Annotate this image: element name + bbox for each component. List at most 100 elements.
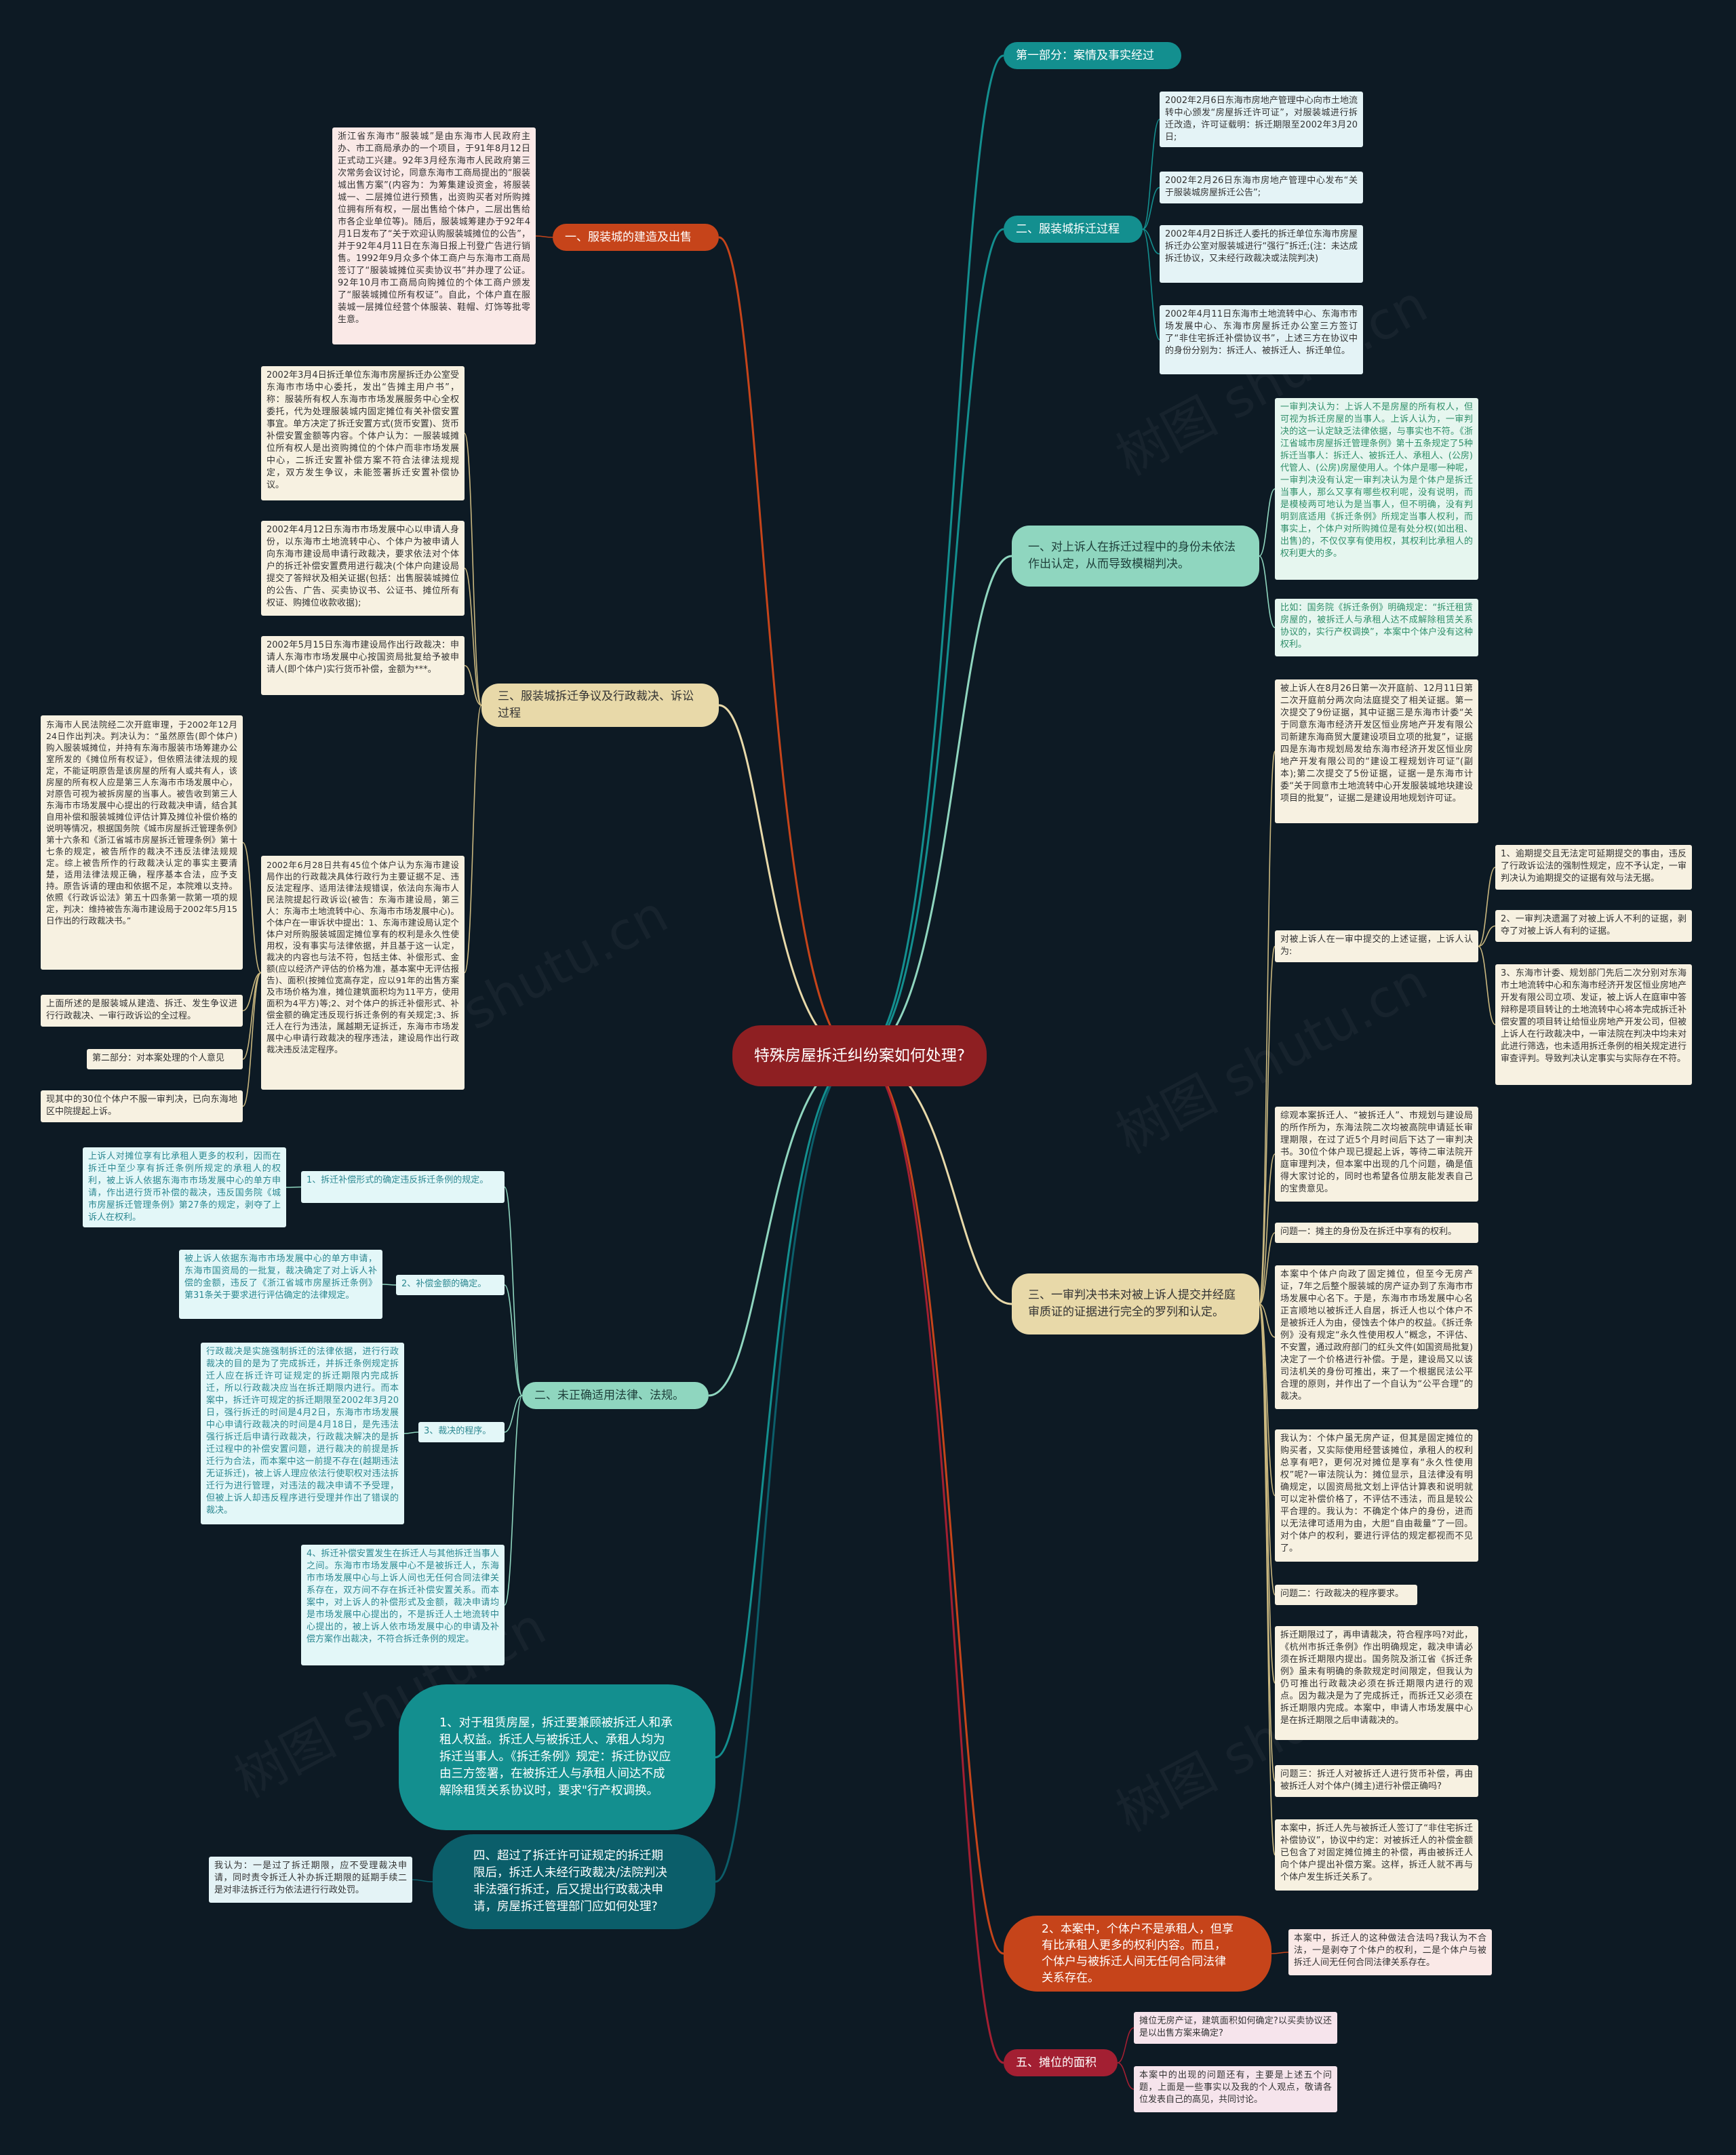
branch-connector	[715, 1054, 860, 1758]
branch-connector	[859, 228, 1004, 1057]
leaf-connector	[1142, 229, 1160, 255]
leaf-question-3: 问题三：拆迁人对被拆迁人进行货币补偿，再由被拆迁人对个体户(摊主)进行补偿正确吗…	[1275, 1765, 1478, 1797]
leaf-connector	[504, 1395, 523, 1433]
leaf-connector	[1142, 119, 1160, 230]
branch-over-deadline[interactable]: 四、超过了拆迁许可证规定的拆迁期限后，拆迁人未经行政裁决/法院判决非法强行拆迁，…	[433, 1834, 715, 1929]
branch-connector	[859, 1054, 1012, 1305]
leaf-closing-remarks: 本案中的出现的问题还有，主要是上述五个问题，上面是一些事实以及我的个人观点，敬请…	[1134, 2066, 1337, 2112]
leaf-connector	[1142, 186, 1160, 230]
branch-demolition-process[interactable]: 二、服装城拆迁过程	[1004, 216, 1143, 243]
leaf-connector	[242, 842, 262, 974]
leaf-connector	[1142, 229, 1160, 340]
leaf-lawsuit-filed: 2002年6月28日共有45位个体户认为东海市建设局作出的行政裁决具体行政行为主…	[261, 856, 465, 1090]
leaf-process-summary: 上面所述的是服装城从建造、拆迁、发生争议进行行政裁决、一审行政诉讼的全过程。	[41, 995, 243, 1027]
leaf-question-1: 问题一：摊主的身份及在拆迁中享有的权利。	[1275, 1223, 1478, 1243]
leaf-question-3-answer: 本案中，拆迁人先与被拆迁人签订了“非住宅拆迁补偿协议”，协议中约定：对被拆迁人的…	[1275, 1819, 1478, 1891]
leaf-connector	[535, 235, 553, 238]
leaf-evidence-submitted: 被上诉人在8月26日第一次开庭前、12月11日第二次开庭前分两次向法庭提交了相关…	[1275, 679, 1478, 823]
leaf-connector	[1478, 945, 1496, 1025]
branch-evidence[interactable]: 三、一审判决书未对被上诉人提交并经庭审质证的证据进行完全的罗列和认定。	[1012, 1273, 1259, 1334]
leaf-connector	[1259, 555, 1276, 629]
branch-dispute-litigation[interactable]: 三、服装城拆迁争议及行政裁决、诉讼过程	[481, 684, 719, 727]
branch-not-tenant[interactable]: 2、本案中，个体户不是承租人，但享有比承租人更多的权利内容。而且，个体户与被拆迁…	[1004, 1916, 1271, 1992]
leaf-question-1-facts: 本案中个体户向政了固定摊位，但至今无房产证，7年之后整个服装城的房产证办到了东海…	[1275, 1265, 1478, 1409]
leaf-first-instance-judgment: 东海市人民法院经二次开庭审理，于2002年12月24日作出判决。判决认为：“虽然…	[41, 715, 243, 970]
leaf-question-2: 问题二：行政裁决的程序要求。	[1275, 1585, 1417, 1605]
leaf-evidence-transfer: 3、东海市计委、规划部门先后二次分别对东海市土地流转中心和东海市经济开发区恒业房…	[1495, 964, 1692, 1085]
leaf-connector	[412, 1879, 433, 1882]
branch-connector	[718, 236, 860, 1057]
leaf-permit-issued: 2002年2月6日东海市房地产管理中心向市土地流转中心颁发“房屋拆迁许可证”，对…	[1160, 92, 1363, 147]
leaf-connector	[1117, 2027, 1135, 2063]
leaf-connector	[1259, 1303, 1276, 1497]
leaf-compensation-form-detail: 上诉人对摊位享有比承租人更多的权利，因而在拆迁中至少享有拆迁条例所规定的承租人的…	[83, 1147, 286, 1227]
leaf-notice-to-owners: 2002年3月4日拆迁单位东海市房屋拆迁办公室受东海市市场中心委托，发出“告摊主…	[261, 366, 465, 500]
leaf-connector	[1259, 1153, 1276, 1305]
leaf-connector	[1478, 925, 1496, 947]
leaf-identity-example: 比如：国务院《拆迁条例》明确规定：“拆迁租赁房屋的，被拆迁人与承租人达不成解除租…	[1275, 599, 1478, 656]
branch-connector	[718, 704, 860, 1057]
leaf-not-tenant-opinion: 本案中，拆迁人的这种做法合法吗?我认为不合法，一是剥夺了个体户的权利，二是个体户…	[1288, 1929, 1492, 1975]
branch-connector	[715, 1054, 860, 1883]
branch-identity[interactable]: 一、对上诉人在拆迁过程中的身份未依法作出认定，从而导致模糊判决。	[1012, 526, 1259, 587]
branch-connector	[859, 54, 1004, 1057]
leaf-case-overview: 综观本案拆迁人、“被拆迁人”、市规划与建设局的所作所为，东海法院二次均被高院申请…	[1275, 1107, 1478, 1202]
leaf-connector	[464, 568, 482, 706]
branch-connector	[708, 1054, 860, 1397]
leaf-connector	[403, 1431, 419, 1434]
leaf-construction-history: 浙江省东海市“服装城”是由东海市人民政府主办、市工商局承办的一个项目，于91年8…	[332, 127, 536, 344]
leaf-connector	[1259, 945, 1276, 1305]
leaf-evidence-opinion: 对被上诉人在一审中提交的上述证据，上诉人认为:	[1275, 930, 1478, 962]
leaf-connector	[285, 1186, 302, 1188]
leaf-ruling-result: 2002年5月15日东海市建设局作出行政裁决：申请人东海市市场发展中心按国资局批…	[261, 636, 465, 695]
leaf-connector	[464, 665, 482, 706]
leaf-demolition-notice: 2002年2月26日东海市房地产管理中心发布“关于服装城房屋拆迁公告”;	[1160, 172, 1363, 203]
leaf-compensation-amount-detail: 被上诉人依据东海市市场发展中心的单方申请，东海市国资局的一批复，裁决确定了对上诉…	[179, 1250, 382, 1319]
leaf-evidence-overdue: 1、逾期提交且无法定可延期提交的事由，违反了行政诉讼法的强制性规定，应不予认定，…	[1495, 845, 1692, 890]
leaf-compensation-amount: 2、补偿金额的确定。	[396, 1275, 505, 1295]
branch-connector	[859, 1054, 1004, 1955]
leaf-compensation-agreement: 2002年4月11日东海市土地流转中心、东海市市场发展中心、东海市房屋拆迁办公室…	[1160, 305, 1363, 374]
leaf-ruling-application: 2002年4月12日东海市市场发展中心以申请人身份，以东海市土地流转中心、个体户…	[261, 521, 465, 616]
leaf-connector	[1259, 751, 1276, 1305]
branch-connector	[859, 1054, 1004, 2064]
leaf-connector	[1271, 1952, 1289, 1954]
leaf-connector	[504, 1186, 523, 1396]
leaf-evidence-omitted: 2、一审判决遗漏了对被上诉人不利的证据，剥夺了对被上诉人有利的证据。	[1495, 910, 1692, 942]
root-topic[interactable]: 特殊房屋拆迁纠纷案如何处理?	[732, 1025, 987, 1086]
leaf-connector	[1259, 1303, 1276, 1684]
leaf-part2-heading: 第二部分：对本案处理的个人意见	[87, 1049, 243, 1069]
leaf-connector	[242, 972, 262, 1107]
leaf-connector	[1259, 1303, 1276, 1338]
leaf-compensation-parties: 4、拆迁补偿安置发生在拆迁人与其他拆迁当事人之间。东海市市场发展中心不是被拆迁人…	[301, 1545, 505, 1665]
leaf-over-deadline-opinion: 我认为：一是过了拆迁期限，应不受理裁决申请，同时责令拆迁人补办拆迁期限的延期手续…	[209, 1857, 412, 1903]
leaf-connector	[504, 1395, 523, 1606]
leaf-ruling-procedure: 3、裁决的程序。	[418, 1422, 505, 1442]
leaf-connector	[1478, 867, 1496, 947]
branch-stall-area[interactable]: 五、摊位的面积	[1004, 2049, 1118, 2076]
branch-rental-housing[interactable]: 1、对于租赁房屋，拆迁要兼顾被拆迁人和承租人权益。拆迁人与被拆迁人、承租人均为拆…	[399, 1684, 715, 1830]
leaf-stall-area-question: 摊位无房产证，建筑面积如何确定?以买卖协议还是以出售方案来确定?	[1134, 2012, 1337, 2044]
leaf-question-1-opinion: 我认为：个体户虽无房产证，但其是固定摊位的购买者，又实际使用经营该摊位，承租人的…	[1275, 1429, 1478, 1562]
leaf-compensation-form: 1、拆迁补偿形式的确定违反拆迁条例的规定。	[301, 1171, 505, 1203]
leaf-connector	[1259, 1303, 1276, 1856]
leaf-ruling-procedure-detail: 行政裁决是实施强制拆迁的法律依据，进行行政裁决的目的是为了完成拆迁，并拆迁条例规…	[201, 1343, 404, 1524]
leaf-forced-demolition: 2002年4月2日拆迁人委托的拆迁单位东海市房屋拆迁办公室对服装城进行“强行”拆…	[1160, 225, 1363, 283]
leaf-connector	[242, 972, 262, 1012]
leaf-connector	[1117, 2062, 1135, 2090]
leaf-connector	[1259, 1232, 1276, 1305]
leaf-identity-analysis: 一审判决认为：上诉人不是房屋的所有权人，但可视为拆迁房屋的当事人。上诉人认为，一…	[1275, 398, 1478, 580]
leaf-question-2-answer: 拆迁期限过了，再申请裁决，符合程序吗?对此，《杭州市拆迁条例》作出明确规定，裁决…	[1275, 1626, 1478, 1740]
branch-part1[interactable]: 第一部分：案情及事实经过	[1004, 42, 1181, 69]
leaf-connector	[504, 1284, 523, 1396]
leaf-connector	[382, 1284, 397, 1286]
leaf-connector	[1259, 488, 1276, 557]
leaf-appeal-filed: 现其中的30位个体户不服一审判决，已向东海地区中院提起上诉。	[41, 1090, 243, 1122]
branch-connector	[859, 555, 1012, 1057]
leaf-connector	[464, 433, 482, 706]
leaf-connector	[464, 705, 482, 974]
branch-law-application[interactable]: 二、未正确适用法律、法规。	[522, 1382, 709, 1409]
branch-construction-sale[interactable]: 一、服装城的建造及出售	[553, 224, 719, 251]
